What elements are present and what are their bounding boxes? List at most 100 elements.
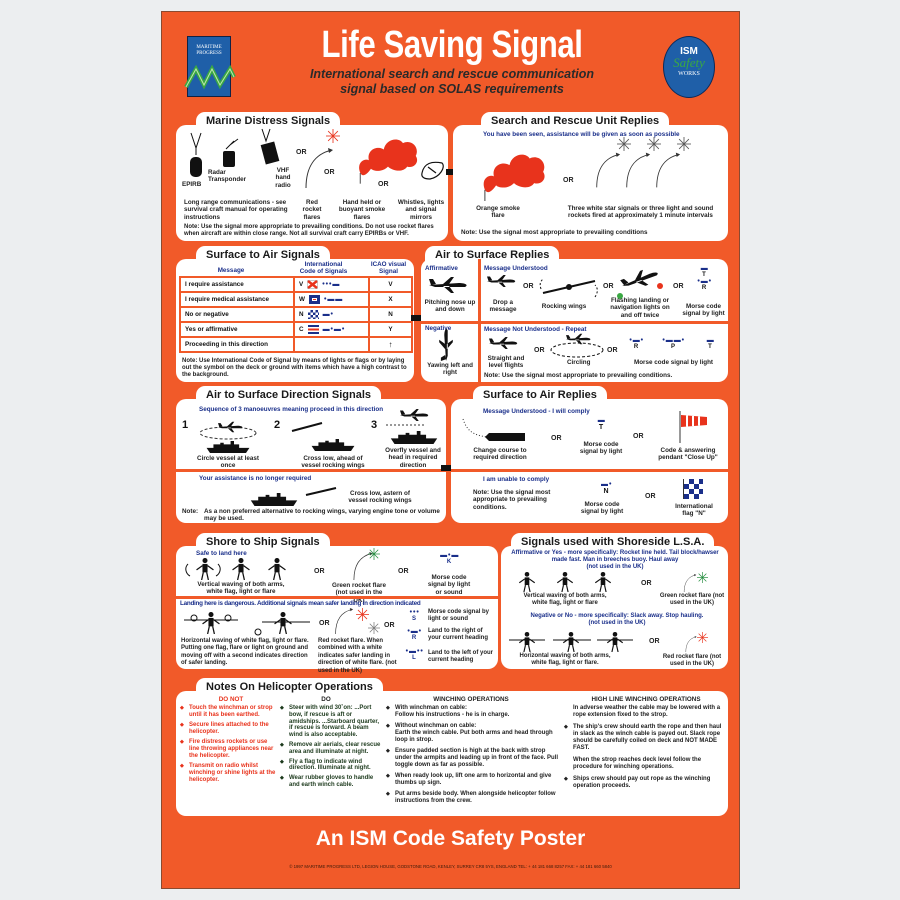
letter: P: [670, 344, 675, 350]
item-text: Ensure padded section is high at the bac…: [395, 748, 559, 768]
not-understood-label: Message Not Understood - Repeat: [484, 326, 587, 333]
waving-figures-icon: [519, 572, 611, 592]
letter: L: [412, 655, 416, 661]
footer-title: An ISM Code Safety Poster: [315, 827, 586, 850]
message-cell: I require medical assistance: [179, 291, 295, 308]
or-label: OR: [673, 283, 684, 290]
circling-label: Circling: [567, 359, 591, 366]
horizontal-waving-caption: Horizontal waving of both arms, white fl…: [519, 653, 611, 667]
rocket-arc-icon: [331, 608, 357, 634]
horizontal-waving-icon: [184, 612, 310, 636]
flashing-label: Flashing landing or navigation lights on…: [610, 297, 670, 319]
horizontal-waving-caption: Horizontal waving of white flag, light o…: [181, 638, 309, 667]
morse-code: ▬ •: [322, 311, 333, 319]
morse-code: ▬: [706, 337, 714, 344]
morse-code: ▬ • ▬: [440, 552, 458, 559]
section-subtitle: You have been seen, assistance will be g…: [483, 131, 680, 138]
or-label: OR: [319, 620, 330, 627]
ism-safety-works-badge: ISM Safety WORKS: [663, 36, 715, 98]
letter: T: [708, 344, 712, 350]
flag-n-icon: [307, 309, 319, 319]
negative-label: Negative: [425, 325, 452, 332]
or-label: OR: [523, 283, 534, 290]
long-range-text: Long range communications - see survival…: [184, 199, 288, 221]
morse-code: • ▬ ▬ •: [662, 337, 684, 344]
step-caption: Circle vessel at least once: [197, 455, 259, 470]
do-list: Steer with wind 30˚on: ...Port bow, if r…: [280, 705, 382, 792]
not-uk-note: (not used in the UK): [588, 620, 646, 626]
item-text: Earth the winch cable. Put both arms and…: [395, 730, 553, 743]
list-item: Steer with wind 30˚on: ...Port bow, if r…: [280, 705, 382, 739]
negative-text: Negative or No - more specifically: Slac…: [530, 613, 704, 619]
icao-cell: ↑: [368, 336, 413, 353]
column-header-message: Message: [217, 267, 245, 274]
step-number: 3: [371, 419, 378, 431]
affirmative-text: Affirmative or Yes - more specifically: …: [511, 550, 719, 563]
or-label: OR: [384, 622, 395, 629]
message-cell: Proceeding in this direction: [179, 336, 295, 353]
pendant-label: Code & answering pendant "Close Up": [658, 447, 718, 462]
rocket-arc-icon: [625, 147, 651, 193]
letter: T: [598, 424, 604, 431]
badge-text: WORKS: [678, 71, 700, 77]
list-item: Touch the winchman or strop until it has…: [180, 705, 278, 719]
red-rocket-caption: Red rocket flare. When combined with a w…: [318, 638, 397, 674]
or-label: OR: [649, 638, 660, 645]
horizontal-waving-icon: [509, 632, 633, 652]
note: Note: Use the signal most appropriate to…: [461, 229, 648, 236]
section-subtitle: Sequence of 3 manoeuvres meaning proceed…: [199, 406, 384, 413]
section-title: Air to Surface Direction Signals: [196, 386, 382, 404]
message-cell: I require assistance: [179, 276, 295, 293]
morse-code: • ▬ •: [697, 278, 711, 285]
vhf-radio-label: VHF hand radio: [275, 167, 291, 189]
direction-signals-panel: Air to Surface Direction Signals Sequenc…: [176, 386, 446, 523]
message-cell: No or negative: [179, 306, 295, 323]
do-not-heading: DO NOT: [218, 696, 244, 703]
highline-intro: In adverse weather the cable may be lowe…: [573, 705, 721, 718]
surface-to-air-replies-panel: Surface to Air Replies Message Understoo…: [451, 386, 728, 523]
plane-icon: [439, 327, 453, 361]
shoreside-lsa-panel: Signals used with Shoreside L.S.A. Affir…: [501, 533, 728, 669]
green-star-icon: [697, 572, 708, 583]
rocket-arc-icon: [655, 147, 681, 193]
note: Note: Use International Code of Signal b…: [182, 358, 407, 378]
cross-astern-icon: [250, 487, 337, 506]
waving-figures-icon: [185, 558, 286, 580]
subtitle-line: International search and rescue communic…: [309, 67, 595, 81]
section-title: Signals used with Shoreside L.S.A.: [511, 533, 715, 551]
red-star-icon: [697, 632, 708, 643]
or-label: OR: [534, 347, 545, 354]
poster-title: Life Saving Signal: [321, 24, 583, 66]
list-item: Secure lines attached to the helicopter.: [180, 722, 278, 736]
air-to-surface-replies-panel: Air to Surface Replies Affirmative Pitch…: [421, 246, 728, 382]
list-item: Fire distress rockets or use line throwi…: [180, 739, 278, 760]
or-label: OR: [324, 169, 335, 176]
straight-label: Straight and level flights: [487, 355, 525, 370]
navigation-lights-icon: [617, 283, 663, 299]
do-heading: DO: [321, 696, 331, 703]
letter: R: [701, 285, 707, 291]
epirb-icon: [190, 132, 202, 177]
do-not-list: Touch the winchman or strop until it has…: [180, 705, 278, 787]
plane-icon: [566, 333, 592, 345]
letter: T: [702, 272, 706, 278]
step-caption: Cross low, ahead of vessel rocking wings: [301, 455, 365, 470]
affirmative-label: Affirmative or Yes - more specifically: …: [509, 550, 721, 571]
unable-label: I am unable to comply: [483, 476, 550, 483]
code-caption: Land to the left of your current heading: [428, 650, 493, 664]
marine-distress-panel: Marine Distress Signals EPIRB Radar Tran…: [176, 112, 448, 241]
understood-label: Message Understood: [484, 265, 548, 272]
cross-ahead-icon: [291, 422, 355, 451]
circling-icon: [550, 342, 604, 358]
change-course-label: Change course to required direction: [473, 447, 527, 462]
list-item: Remove air aerials, clear rescue area an…: [280, 742, 382, 756]
or-label: OR: [645, 493, 656, 500]
section-title: Marine Distress Signals: [196, 112, 341, 130]
note: Note: Use the signal most appropriate to…: [484, 372, 673, 379]
morse-light-label: Morse code signal by light: [580, 501, 624, 516]
step-number: 2: [274, 419, 281, 431]
orange-smoke-icon: [478, 145, 550, 201]
section-title: Surface to Air Replies: [473, 386, 607, 404]
epirb-label: EPIRB: [182, 181, 202, 188]
